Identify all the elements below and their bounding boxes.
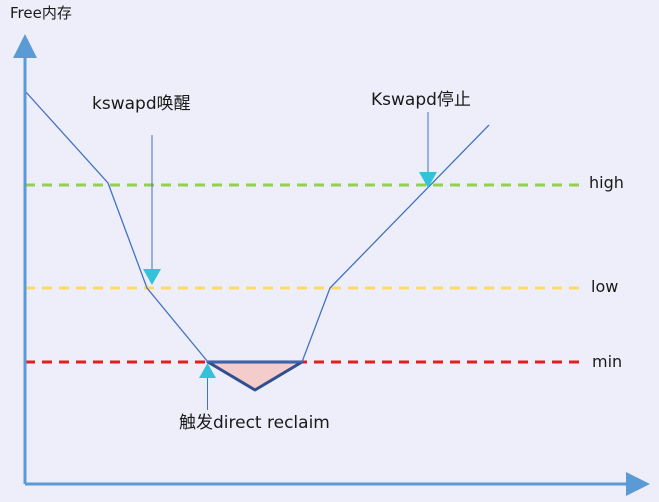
low-watermark-label: low <box>591 277 619 296</box>
min-watermark-label: min <box>592 352 623 371</box>
kswapd-stop-label: Kswapd停止 <box>371 90 471 110</box>
kswapd-wake-label: kswapd唤醒 <box>92 94 191 114</box>
kswapd-wake-arrow-icon <box>143 269 161 285</box>
direct-reclaim-label: 触发direct reclaim <box>179 413 330 433</box>
direct-reclaim-arrow-icon <box>199 363 216 378</box>
kswapd-stop-arrow-icon <box>419 172 437 188</box>
y-axis-title: Free内存 <box>10 4 72 22</box>
free-memory-curve <box>24 90 490 363</box>
high-watermark-label: high <box>589 173 624 192</box>
direct-reclaim-region <box>206 360 304 392</box>
